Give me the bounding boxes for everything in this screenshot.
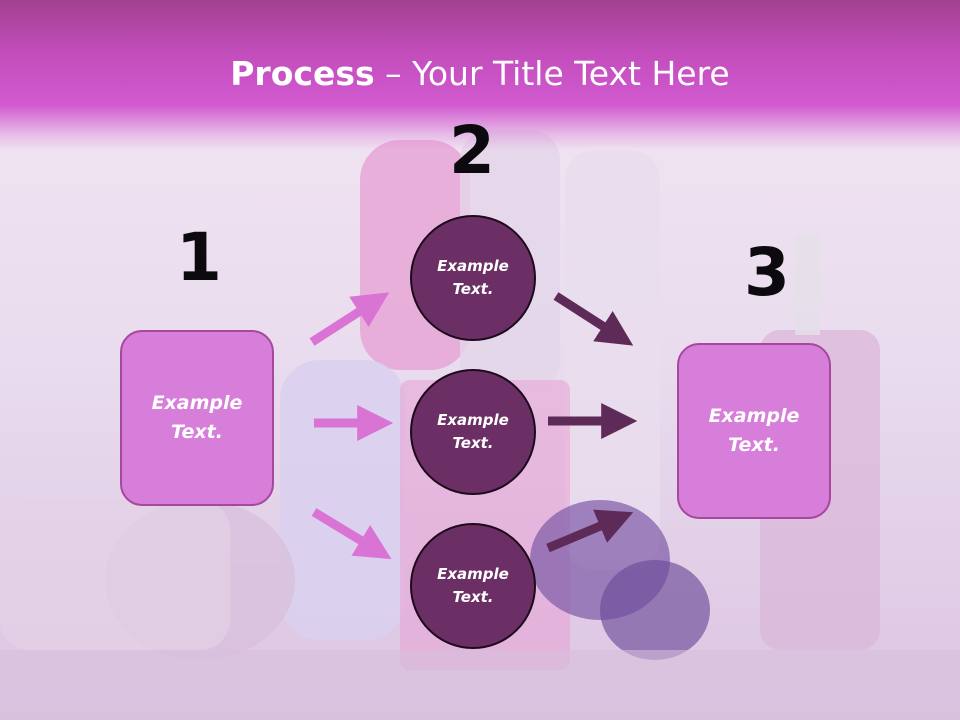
circle-bottom-line2: Text. bbox=[452, 588, 494, 606]
arrow-from-bottom-circle bbox=[546, 509, 634, 553]
step-3-text-line1: Example bbox=[708, 405, 800, 427]
circle-top-line2: Text. bbox=[452, 280, 494, 298]
step-1-box-text: Example Text. bbox=[152, 389, 243, 447]
step-3-box-text: Example Text. bbox=[709, 402, 800, 460]
step-number-1: 1 bbox=[176, 219, 222, 296]
step-3-box[interactable]: Example Text. bbox=[677, 343, 831, 519]
circle-bottom-line1: Example bbox=[437, 565, 509, 583]
title-bar bbox=[0, 0, 960, 150]
circle-middle-line2: Text. bbox=[452, 434, 494, 452]
circle-middle-text: Example Text. bbox=[437, 409, 509, 455]
title-rest: Your Title Text Here bbox=[412, 54, 730, 93]
step-2-circle-top[interactable]: Example Text. bbox=[410, 215, 536, 341]
circle-bottom-text: Example Text. bbox=[437, 563, 509, 609]
step-2-circle-bottom[interactable]: Example Text. bbox=[410, 523, 536, 649]
circle-top-text: Example Text. bbox=[437, 255, 509, 301]
title-bold-part: Process bbox=[230, 54, 375, 93]
step-1-text-line2: Text. bbox=[171, 421, 223, 443]
step-3-text-line2: Text. bbox=[728, 434, 780, 456]
arrow-to-bottom-circle bbox=[311, 508, 392, 560]
step-1-text-line1: Example bbox=[151, 392, 243, 414]
arrow-from-top-circle bbox=[553, 292, 634, 346]
step-number-2: 2 bbox=[449, 112, 495, 189]
title-separator: – bbox=[374, 54, 413, 93]
circle-middle-line1: Example bbox=[437, 411, 509, 429]
circle-top-line1: Example bbox=[437, 257, 509, 275]
step-number-3: 3 bbox=[744, 234, 790, 311]
arrow-to-top-circle bbox=[309, 292, 390, 346]
step-1-box[interactable]: Example Text. bbox=[120, 330, 274, 506]
slide-title: Process – Your Title Text Here bbox=[0, 52, 960, 96]
step-2-circle-middle[interactable]: Example Text. bbox=[410, 369, 536, 495]
